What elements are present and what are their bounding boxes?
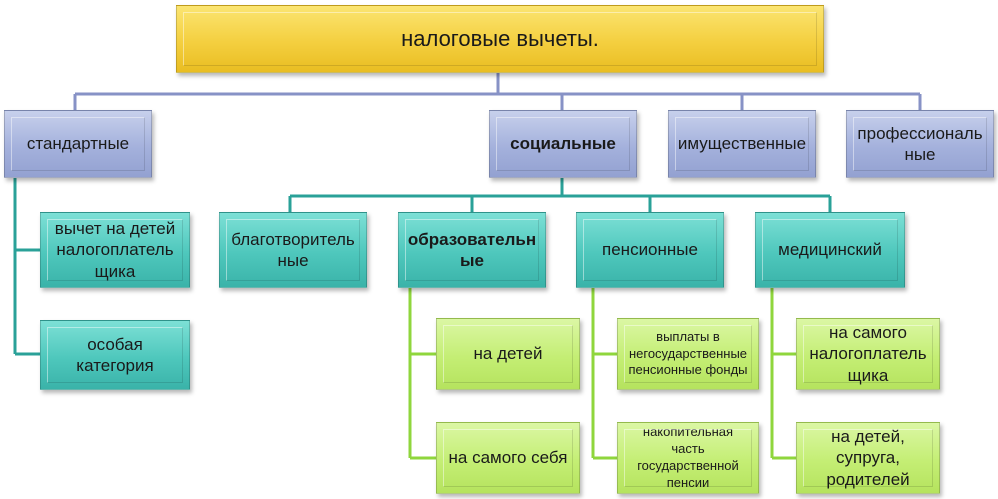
node-medical-label: медицинский	[778, 240, 882, 260]
node-medical-self-label: на самого налогоплатель щика	[809, 323, 927, 385]
node-medical-self: на самого налогоплатель щика	[796, 318, 940, 390]
node-professional-label: профессиональ ные	[857, 123, 983, 164]
root-node: налоговые вычеты.	[176, 5, 824, 73]
node-social: социальные	[489, 110, 637, 178]
node-pension-private-funds-label: выплаты в негосударственные пенсионные ф…	[628, 328, 748, 378]
node-social-label: социальные	[510, 134, 616, 154]
teal-connectors	[13, 178, 832, 356]
node-pension-private-funds: выплаты в негосударственные пенсионные ф…	[617, 318, 759, 390]
root-label: налоговые вычеты.	[401, 26, 599, 52]
node-education-self: на самого себя	[436, 422, 580, 494]
node-medical-family-label: на детей, супруга, родителей	[826, 427, 910, 489]
node-pension-funded-part-label: накопительная часть государственной пенс…	[637, 424, 739, 490]
node-child-deduction: вычет на детей налогоплатель щика	[40, 212, 190, 288]
node-medical-family: на детей, супруга, родителей	[796, 422, 940, 494]
node-pension-label: пенсионные	[602, 240, 698, 260]
node-medical: медицинский	[755, 212, 905, 288]
node-education-children: на детей	[436, 318, 580, 390]
node-professional: профессиональ ные	[846, 110, 994, 178]
node-charity-label: благотворитель ные	[231, 229, 355, 270]
node-special-category: особая категория	[40, 320, 190, 390]
node-pension: пенсионные	[576, 212, 724, 288]
root-connectors	[73, 72, 922, 110]
node-education-label: образовательн ые	[407, 229, 537, 270]
node-education: образовательн ые	[398, 212, 546, 288]
node-education-self-label: на самого себя	[448, 448, 568, 468]
node-standard-label: стандартные	[26, 134, 130, 154]
node-charity: благотворитель ные	[219, 212, 367, 288]
node-property-label: имущественные	[677, 134, 807, 154]
node-education-children-label: на детей	[473, 344, 543, 364]
node-property: имущественные	[668, 110, 816, 178]
node-special-category-label: особая категория	[76, 334, 154, 375]
node-pension-funded-part: накопительная часть государственной пенс…	[617, 422, 759, 494]
node-standard: стандартные	[4, 110, 152, 178]
node-child-deduction-label: вычет на детей налогоплатель щика	[54, 219, 176, 281]
green-connectors	[408, 288, 796, 460]
